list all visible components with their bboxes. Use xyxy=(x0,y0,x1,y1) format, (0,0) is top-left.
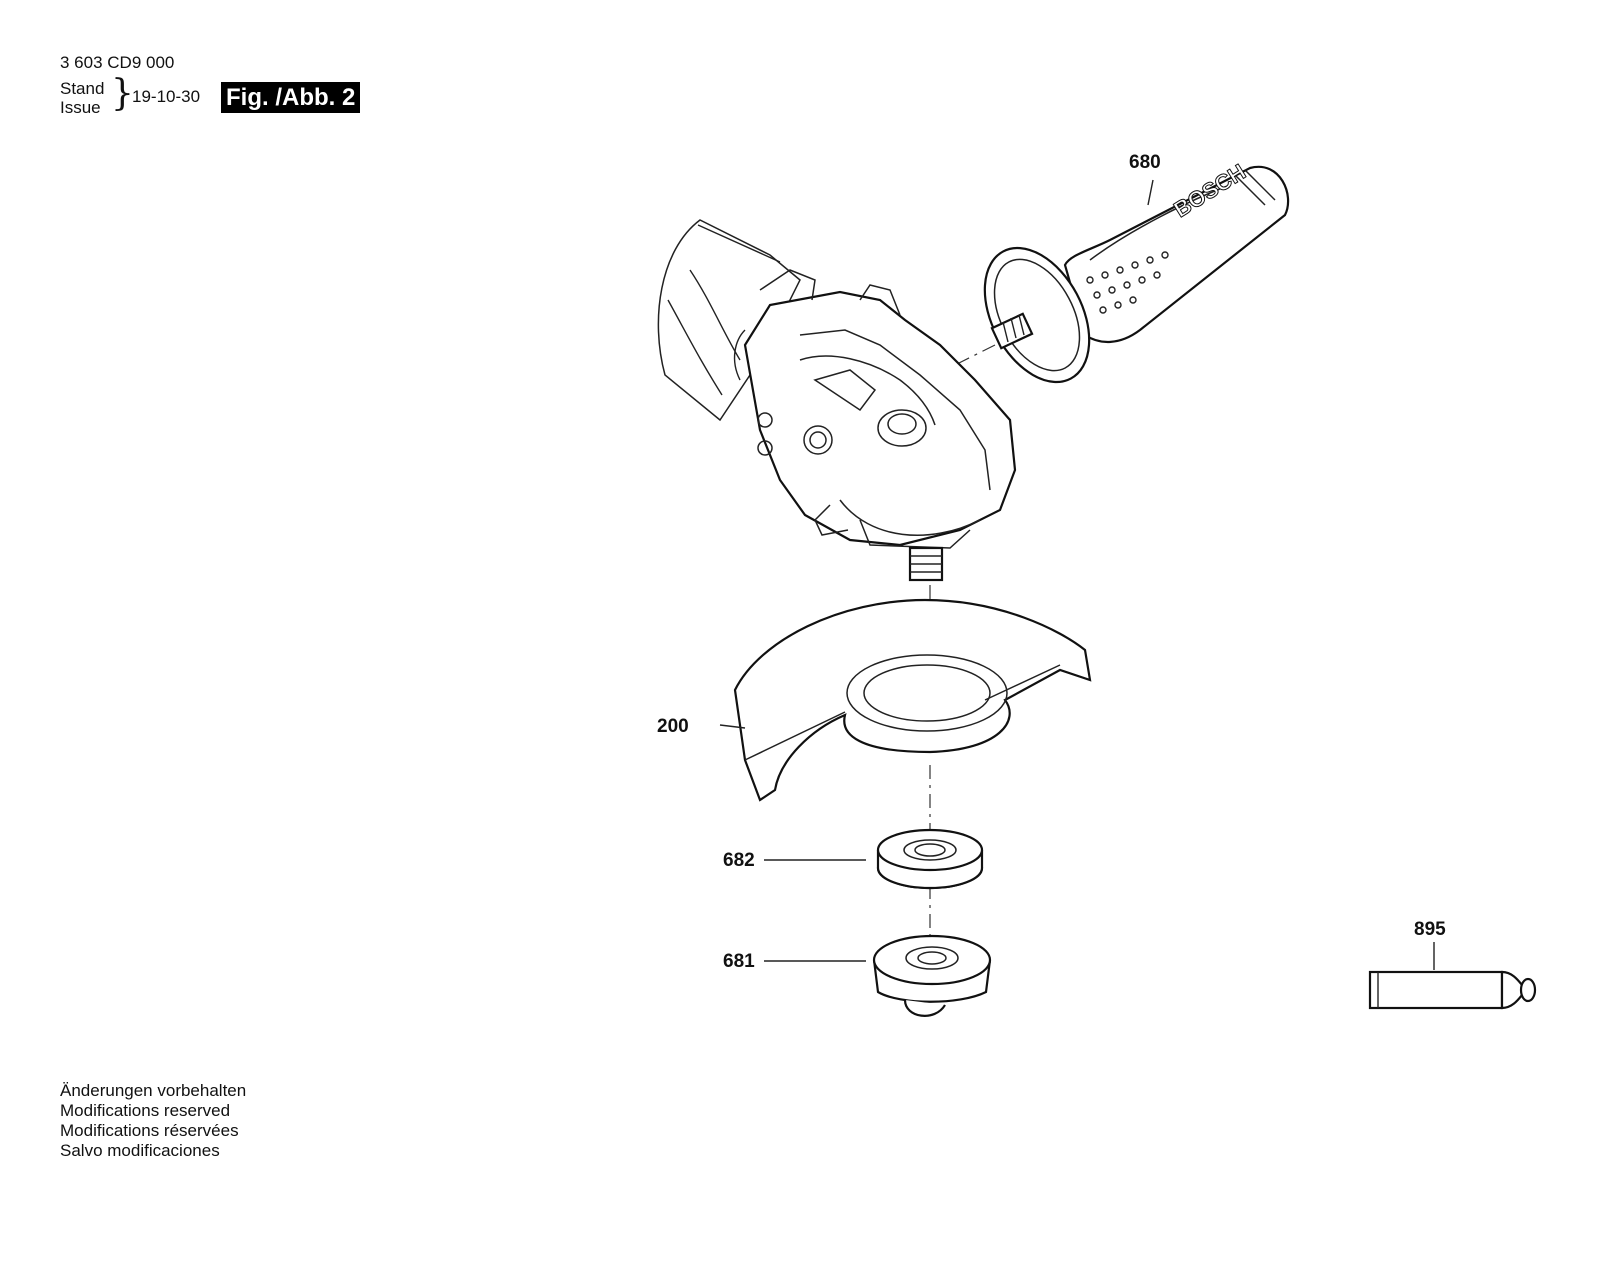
part-number: 3 603 CD9 000 xyxy=(60,53,175,72)
footer-line-es: Salvo modificaciones xyxy=(60,1141,220,1160)
footer-line-en: Modifications reserved xyxy=(60,1101,231,1120)
mounting-flange xyxy=(872,934,992,1017)
modifications-note: Änderungen vorbehalten Modifications res… xyxy=(60,1081,246,1161)
stand-label: Stand xyxy=(60,79,105,98)
issue-date: 19-10-30 xyxy=(132,87,201,106)
figure-badge: Fig. /Abb. 2 xyxy=(221,82,361,113)
auxiliary-handle: BOSCH xyxy=(983,158,1290,384)
callout-895: 895 xyxy=(1414,919,1446,940)
protection-guard xyxy=(733,598,1092,802)
grease-tube xyxy=(1368,970,1537,1010)
leader-lines xyxy=(719,179,1435,970)
angle-grinder-body xyxy=(657,219,1017,582)
callout-681: 681 xyxy=(723,951,755,972)
brace-icon: } xyxy=(111,73,134,114)
grip-dots xyxy=(1086,251,1169,314)
stand-issue-labels: Stand Issue xyxy=(60,79,104,117)
footer-line-de: Änderungen vorbehalten xyxy=(60,1081,247,1100)
issue-label: Issue xyxy=(60,98,101,117)
footer-line-fr: Modifications réservées xyxy=(60,1121,239,1140)
callout-200: 200 xyxy=(657,716,689,737)
callout-682: 682 xyxy=(723,850,755,871)
clamping-nut xyxy=(876,828,984,890)
callout-680: 680 xyxy=(1129,152,1161,173)
